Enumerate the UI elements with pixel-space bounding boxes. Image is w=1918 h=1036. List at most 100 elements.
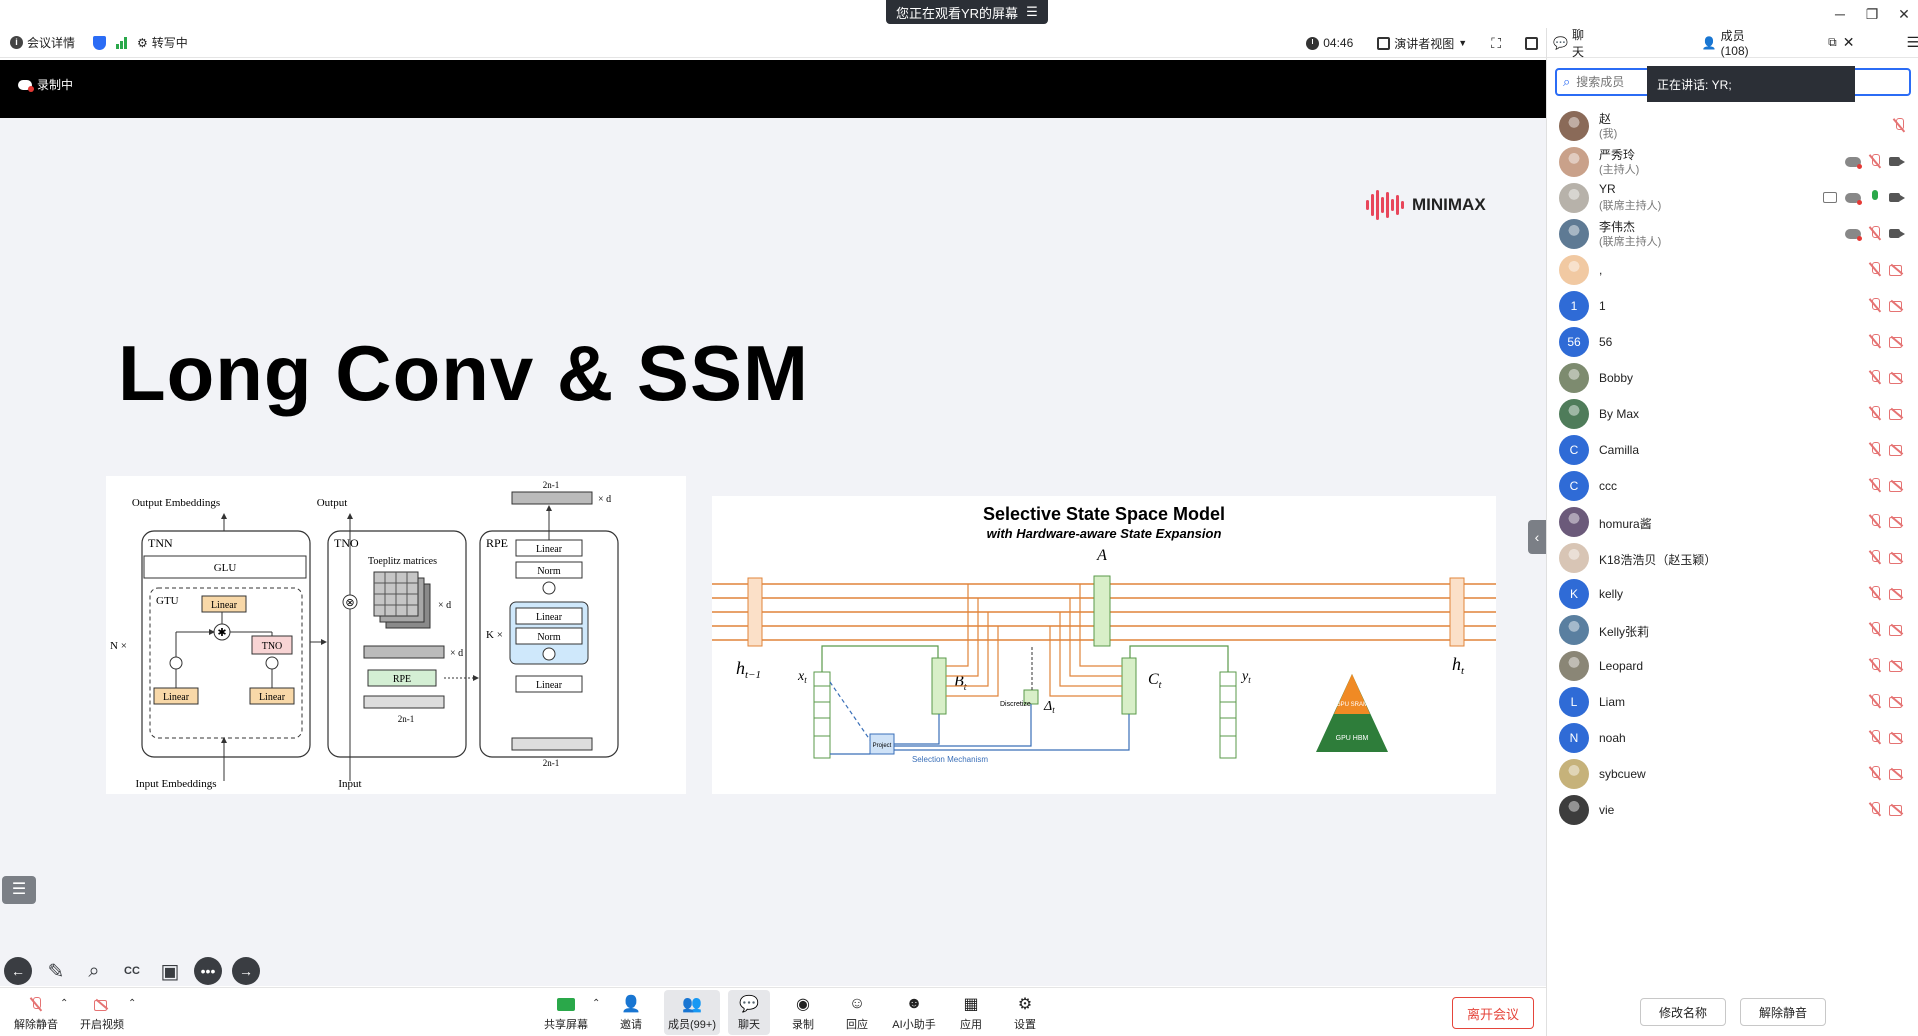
unmute-all-button[interactable]: 解除静音 <box>1740 998 1826 1026</box>
mic-muted-icon <box>1869 262 1881 277</box>
member-row[interactable]: Bobby <box>1547 360 1918 396</box>
member-row[interactable]: K18浩浩贝（赵玉颖） <box>1547 540 1918 576</box>
camera-off-icon <box>91 994 113 1014</box>
close-window-button[interactable]: ✕ <box>1898 6 1910 22</box>
member-row[interactable]: Leopard <box>1547 648 1918 684</box>
back-icon[interactable]: ← <box>4 957 32 985</box>
security-button[interactable] <box>93 35 107 50</box>
network-status[interactable] <box>116 36 128 49</box>
times-d-label-2: × d <box>450 648 463 659</box>
tab-members[interactable]: 👤 成员(108) <box>1702 27 1772 58</box>
y-t-label: yt <box>1240 669 1251 685</box>
start-video-button[interactable]: 开启视频 <box>78 990 126 1035</box>
members-icon: 👤 <box>1701 35 1717 50</box>
member-row[interactable]: Kelly张莉 <box>1547 612 1918 648</box>
camera-icon[interactable]: ▣ <box>160 960 180 983</box>
pen-icon[interactable]: ✎ <box>47 960 65 983</box>
zoom-icon[interactable]: ⌕ <box>88 959 100 982</box>
restore-button[interactable]: ❐ <box>1865 6 1879 22</box>
start-video-label: 开启视频 <box>80 1019 124 1031</box>
gpu-hbm-label: GPU HBM <box>1336 735 1369 742</box>
member-row[interactable]: By Max <box>1547 396 1918 432</box>
unmute-button[interactable]: 解除静音 <box>12 990 60 1035</box>
invite-icon: 👤 <box>621 996 641 1013</box>
mic-options-chevron-icon[interactable]: ⌃ <box>60 998 69 1009</box>
member-row[interactable]: YR(联席主持人) <box>1547 180 1918 216</box>
member-name: 1 <box>1599 299 1606 313</box>
fullscreen-icon: ⛶ <box>1491 34 1501 51</box>
member-row[interactable]: sybcuew <box>1547 756 1918 792</box>
member-role: (联席主持人) <box>1599 200 1662 212</box>
camera-off-icon <box>1889 552 1905 564</box>
apps-button[interactable]: ▦ 应用 <box>954 990 988 1035</box>
member-name: By Max <box>1599 407 1640 421</box>
member-row[interactable]: C Camilla <box>1547 432 1918 468</box>
member-row[interactable]: 严秀玲(主持人) <box>1547 144 1918 180</box>
record-icon: ◉ <box>796 996 810 1013</box>
react-label: 回应 <box>846 1019 868 1031</box>
chat-button[interactable]: 💬 聊天 <box>728 990 770 1035</box>
member-row[interactable]: , <box>1547 252 1918 288</box>
more-icon[interactable]: ••• <box>194 957 222 985</box>
member-row[interactable]: vie <box>1547 792 1918 828</box>
forward-icon[interactable]: → <box>232 957 260 985</box>
view-mode-dropdown[interactable]: 演讲者视图 ▼ <box>1377 35 1467 52</box>
tab-chat[interactable]: 💬 聊天 <box>1553 26 1596 60</box>
video-options-chevron-icon[interactable]: ⌃ <box>128 998 137 1009</box>
share-banner[interactable]: 您正在观看YR的屏幕 ☰ <box>886 0 1048 24</box>
fullscreen-button[interactable]: ⛶ <box>1491 35 1501 52</box>
mic-active-icon <box>1869 190 1881 205</box>
menu-icon[interactable]: ☰ <box>1026 4 1038 19</box>
share-screen-button[interactable]: 共享屏幕 <box>542 990 590 1035</box>
record-button[interactable]: ◉ 录制 <box>786 990 820 1035</box>
list-view-button[interactable]: ☰ <box>2 876 36 904</box>
times-d-label-1: × d <box>438 600 451 611</box>
avatar: L <box>1559 687 1589 717</box>
share-banner-text: 您正在观看YR的屏幕 <box>896 5 1019 21</box>
react-button[interactable]: ☺ 回应 <box>840 990 874 1035</box>
minimize-button[interactable]: ─ <box>1835 6 1845 22</box>
leave-meeting-button[interactable]: 离开会议 <box>1452 997 1534 1029</box>
close-icon[interactable]: ✕ <box>1842 34 1855 50</box>
mic-muted-icon <box>1869 514 1881 529</box>
camera-off-icon <box>1889 444 1905 456</box>
member-name: Camilla <box>1599 443 1640 457</box>
ai-assistant-button[interactable]: ☻ AI小助手 <box>890 990 938 1035</box>
member-row[interactable]: homura酱 <box>1547 504 1918 540</box>
rename-button[interactable]: 修改名称 <box>1640 998 1726 1026</box>
member-role: (联席主持人) <box>1599 236 1662 248</box>
popout-icon[interactable]: ⧉ <box>1828 35 1837 49</box>
member-row[interactable]: 李伟杰(联席主持人) <box>1547 216 1918 252</box>
caption-icon[interactable]: CC <box>124 965 140 977</box>
members-button[interactable]: 👥 成员(99+) <box>664 990 720 1035</box>
invite-button[interactable]: 👤 邀请 <box>614 990 648 1035</box>
share-screen-label: 共享屏幕 <box>544 1019 588 1031</box>
transcribing-status[interactable]: ⚙ 转写中 <box>137 34 188 51</box>
sidebar-toggle-button[interactable] <box>1525 36 1538 50</box>
ai-assistant-label: AI小助手 <box>892 1019 936 1031</box>
camera-off-icon <box>1889 408 1905 420</box>
share-options-chevron-icon[interactable]: ⌃ <box>592 998 601 1009</box>
menu-icon[interactable]: ☰ <box>1906 34 1918 50</box>
two-n-label-1: 2n-1 <box>398 714 415 724</box>
meeting-details-button[interactable]: i 会议详情 <box>10 34 75 51</box>
mic-muted-icon <box>1869 586 1881 601</box>
toeplitz-label: Toeplitz matrices <box>368 556 437 567</box>
slide-title: Long Conv & SSM <box>118 329 809 417</box>
mic-muted-icon <box>1869 334 1881 349</box>
member-status-icons <box>1869 406 1905 421</box>
member-row[interactable]: 赵(我) <box>1547 108 1918 144</box>
member-status-icons <box>1823 190 1905 205</box>
member-status-icons <box>1869 622 1905 637</box>
settings-button[interactable]: ⚙ 设置 <box>1008 990 1042 1035</box>
selection-mechanism-label: Selection Mechanism <box>912 755 988 764</box>
collapse-panel-button[interactable]: ‹ <box>1528 520 1546 554</box>
react-icon: ☺ <box>848 995 866 1012</box>
avatar: C <box>1559 435 1589 465</box>
